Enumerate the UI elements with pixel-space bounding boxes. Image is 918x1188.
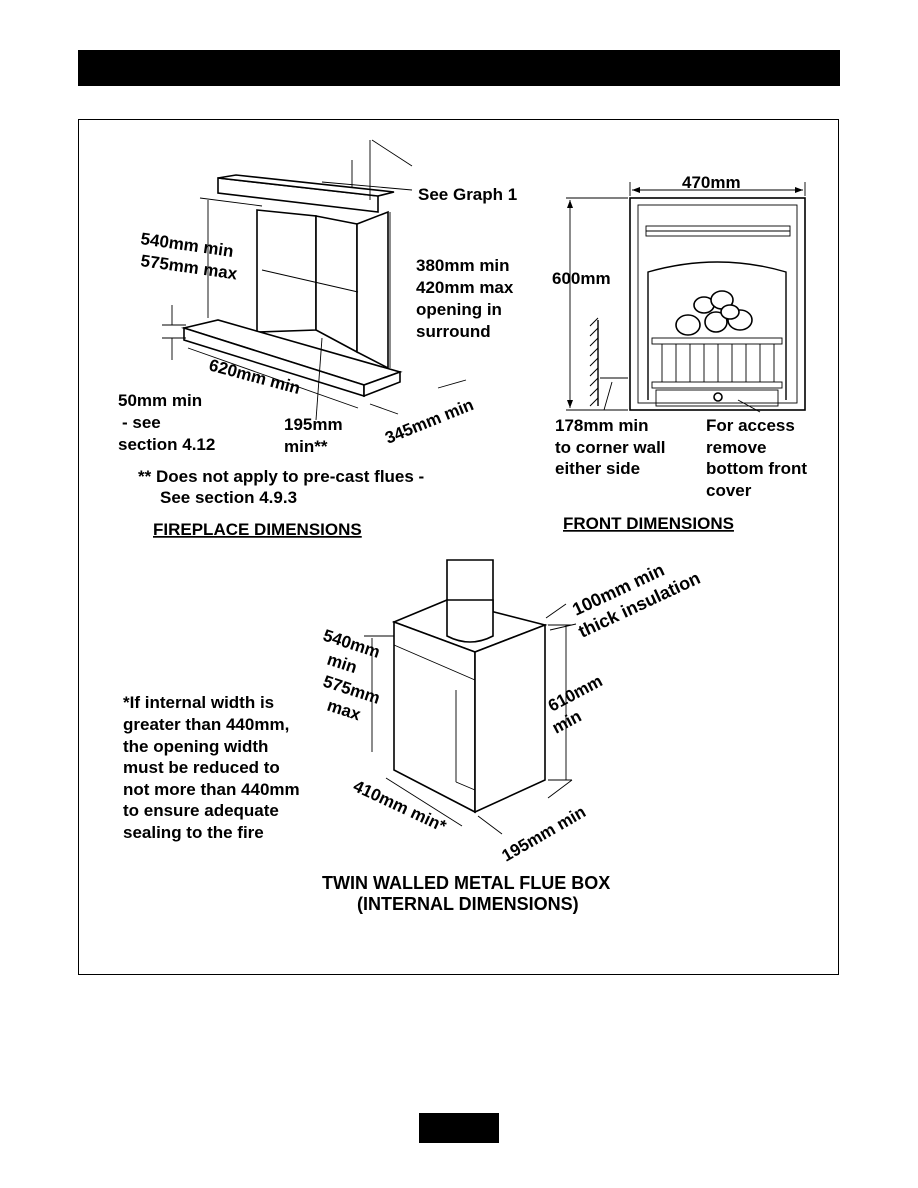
width-note-line6: to ensure adequate — [123, 801, 279, 820]
surround-label: surround — [416, 322, 491, 341]
width-note-line4: must be reduced to — [123, 758, 280, 777]
depth-345-label: 345mm min — [382, 395, 476, 448]
front-labels: 470mm 600mm 178mm min to corner wall eit… — [552, 173, 807, 533]
front-title: FRONT DIMENSIONS — [563, 514, 734, 533]
hearth-section-label: section 4.12 — [118, 435, 215, 454]
fluebox-title-line1: TWIN WALLED METAL FLUE BOX — [322, 873, 610, 893]
fluebox-drawing — [364, 559, 577, 835]
access-label-line1: For access — [706, 416, 795, 435]
width-note-line3: the opening width — [123, 737, 268, 756]
access-label-line3: bottom front — [706, 459, 807, 478]
corner-label-line2: to corner wall — [555, 438, 666, 457]
preCast-note-line2: See section 4.9.3 — [160, 488, 297, 507]
front-drawing — [566, 182, 806, 413]
width-note-line5: not more than 440mm — [123, 780, 300, 799]
opening-in-label: opening in — [416, 300, 502, 319]
depth-195-label: 195mm — [284, 415, 343, 434]
fireplace-title: FIREPLACE DIMENSIONS — [153, 520, 362, 539]
preCast-note-line1: ** Does not apply to pre-cast flues - — [138, 467, 424, 486]
fireplace-drawing — [162, 139, 467, 421]
depth-195-suffix: min** — [284, 437, 328, 456]
width-note-line7: sealing to the fire — [123, 823, 264, 842]
hearth-see-label: - see — [122, 413, 161, 432]
width-note-line1: *If internal width is — [123, 693, 274, 712]
see-graph-label: See Graph 1 — [418, 185, 517, 204]
corner-label-line3: either side — [555, 459, 640, 478]
flue-depth-195-label: 195mm min — [499, 802, 590, 865]
front-width-label: 470mm — [682, 173, 741, 192]
front-height-label: 600mm — [552, 269, 611, 288]
corner-label-line1: 178mm min — [555, 416, 649, 435]
diagram-frame — [78, 119, 839, 975]
hearth-min-label: 50mm min — [118, 391, 202, 410]
access-label-line4: cover — [706, 481, 752, 500]
opening-min-label: 380mm min — [416, 256, 510, 275]
access-label-line2: remove — [706, 438, 766, 457]
fluebox-title-line2: (INTERNAL DIMENSIONS) — [357, 894, 579, 914]
opening-max-label: 420mm max — [416, 278, 514, 297]
header-bar — [78, 50, 840, 86]
width-note-line2: greater than 440mm, — [123, 715, 289, 734]
page-number-tab — [419, 1113, 499, 1143]
